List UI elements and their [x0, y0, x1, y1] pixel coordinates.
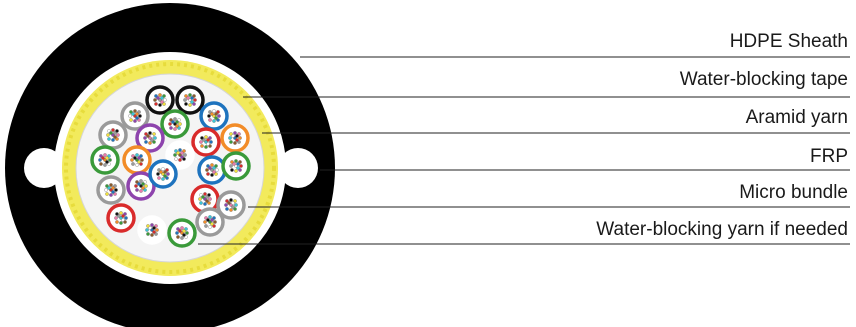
- micro-bundle: [92, 147, 118, 173]
- label-aramid-yarn: Aramid yarn: [746, 107, 848, 129]
- label-water-blocking-yarn: Water-blocking yarn if needed: [596, 219, 848, 241]
- micro-bundle: [177, 87, 203, 113]
- micro-bundle: [193, 129, 219, 155]
- micro-bundle: [108, 205, 134, 231]
- micro-bundle: [98, 177, 124, 203]
- micro-bundle: [139, 217, 165, 243]
- micro-bundle: [223, 153, 249, 179]
- label-hdpe-sheath: HDPE Sheath: [730, 31, 848, 53]
- micro-bundle: [124, 147, 150, 173]
- micro-bundle: [199, 157, 225, 183]
- micro-bundle: [201, 103, 227, 129]
- micro-bundle: [147, 87, 173, 113]
- label-frp: FRP: [810, 146, 848, 168]
- micro-bundle: [222, 125, 248, 151]
- micro-bundle: [150, 161, 176, 187]
- micro-bundle: [169, 220, 195, 246]
- micro-bundle: [162, 111, 188, 137]
- label-water-blocking-tape: Water-blocking tape: [680, 69, 848, 91]
- micro-bundle: [100, 122, 126, 148]
- label-micro-bundle: Micro bundle: [739, 182, 848, 204]
- micro-bundle: [197, 209, 223, 235]
